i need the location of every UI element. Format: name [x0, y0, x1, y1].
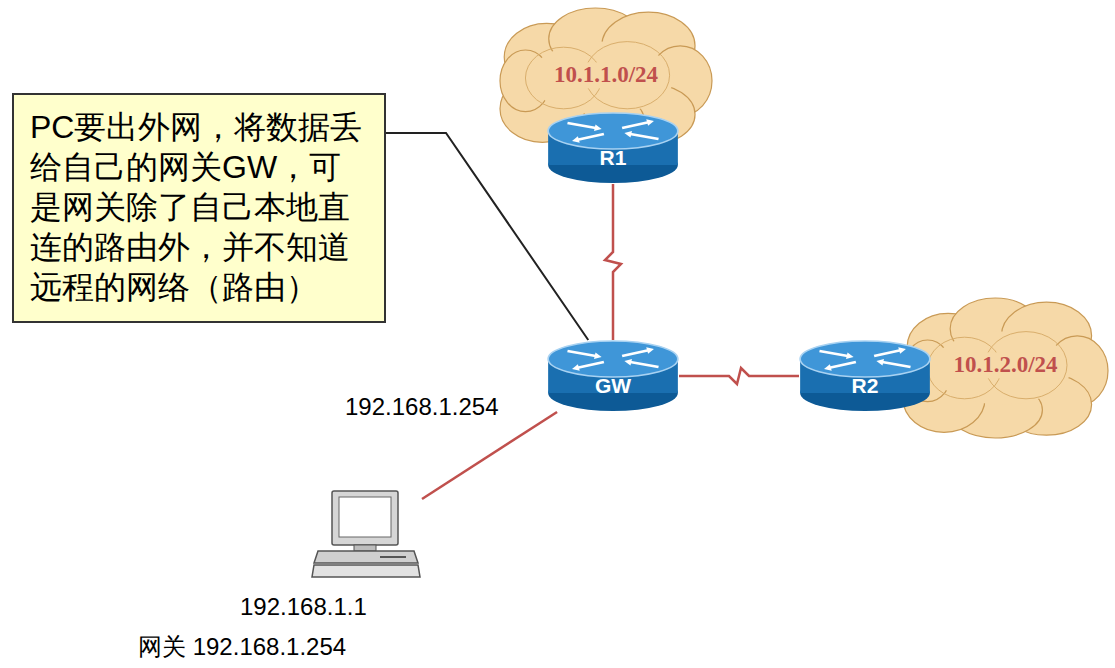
router-arrow — [576, 134, 603, 140]
note-text: PC要出外网，将数据丢给自己的网关GW，可是网关除了自己本地直连的路由外，并不知… — [30, 107, 370, 307]
network-link — [679, 368, 799, 384]
router-arrow — [567, 351, 597, 356]
router-arrowhead — [646, 347, 654, 354]
pc-icon — [310, 487, 422, 583]
address-text: 网关 192.168.1.254 — [138, 633, 346, 661]
router-arrowhead — [824, 364, 832, 371]
cloud-fill — [530, 42, 674, 115]
pc-host: 192.168.1.1 网关 192.168.1.254 — [130, 485, 430, 663]
router-top — [800, 341, 930, 377]
keyboard — [312, 565, 420, 577]
router-arrow — [881, 362, 911, 367]
router-arrowhead — [594, 125, 602, 132]
router-arrow — [622, 350, 649, 356]
router-arrowhead — [572, 136, 580, 143]
router-arrow — [629, 362, 659, 367]
node-label: R2 — [799, 374, 931, 398]
interface-address: 192.168.1.254 — [345, 393, 498, 421]
monitor — [332, 491, 398, 545]
router-arrowhead — [898, 347, 906, 354]
router-arrowhead — [646, 119, 654, 126]
cloud-fill — [932, 332, 1071, 405]
screen — [339, 497, 391, 537]
router-icon: R1 — [547, 112, 679, 184]
router-arrow — [622, 122, 649, 128]
node-label: 10.1.2.0/24 — [950, 352, 1060, 378]
network-cloud: 10.1.2.0/24 — [903, 298, 1108, 438]
router-arrow — [567, 123, 597, 128]
network-link — [422, 412, 557, 499]
router-arrowhead — [624, 359, 632, 366]
router-arrow — [819, 351, 849, 356]
node-label: R1 — [547, 146, 679, 170]
drive-slot — [380, 556, 406, 558]
network-link — [605, 184, 621, 340]
address-text: 192.168.1.1 — [240, 593, 367, 621]
router-arrowhead — [594, 353, 602, 360]
router-arrowhead — [876, 359, 884, 366]
node-label: GW — [547, 374, 679, 398]
system-unit — [314, 551, 418, 563]
router-arrowhead — [846, 353, 854, 360]
node-label: 10.1.1.0/24 — [551, 62, 661, 88]
router-arrowhead — [624, 131, 632, 138]
router-top — [548, 341, 678, 377]
router-arrow — [828, 362, 855, 368]
router-icon: GW — [547, 340, 679, 412]
router-icon: R2 — [799, 340, 931, 412]
router-arrow — [576, 362, 603, 368]
router-arrow — [874, 350, 901, 356]
router-arrow — [629, 134, 659, 139]
monitor-stand — [354, 545, 376, 551]
router-arrowhead — [572, 364, 580, 371]
router-top — [548, 113, 678, 149]
callout-box: PC要出外网，将数据丢给自己的网关GW，可是网关除了自己本地直连的路由外，并不知… — [12, 93, 386, 323]
